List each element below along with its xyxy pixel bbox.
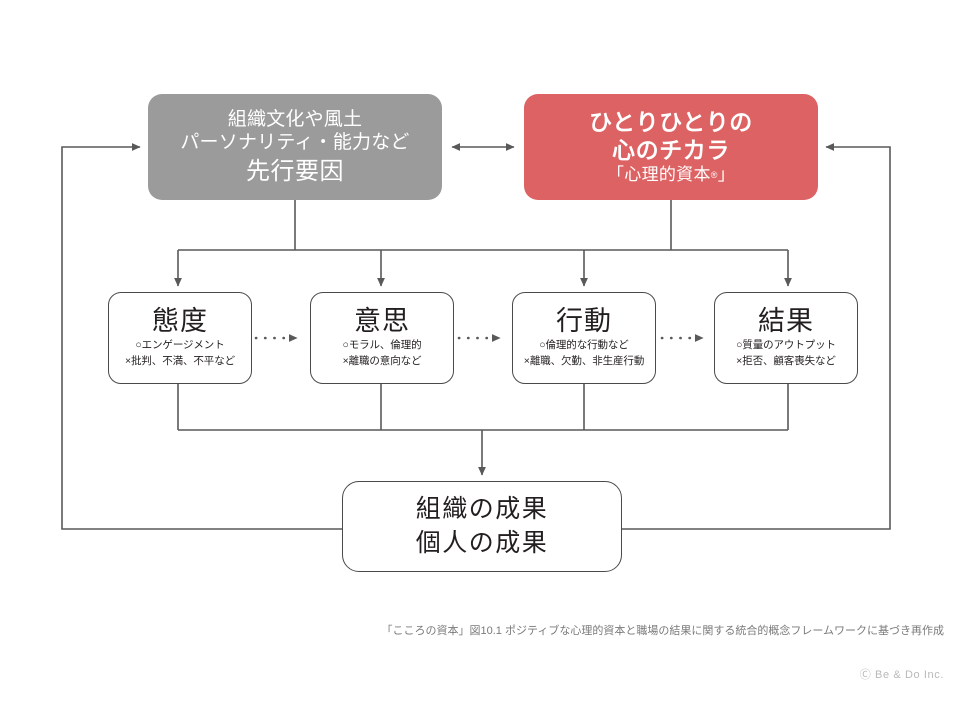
stage-4-positive: ○質量のアウトプット — [736, 339, 836, 352]
connector-feedback-right — [622, 143, 891, 530]
stage-2-title: 意思 — [354, 306, 410, 337]
psycap-term-close: 」 — [717, 165, 736, 185]
stage-4-negative: ×拒否、顧客喪失など — [736, 354, 836, 367]
outcome-line-2: 個人の成果 — [415, 528, 549, 557]
stage-1-negative: ×批判、不満、不平など — [124, 354, 236, 367]
source-caption: 「こころの資本」図10.1 ポジティブな心理的資本と職場の結果に関する統合的概念… — [381, 625, 944, 637]
stage-3-title: 行動 — [556, 306, 612, 337]
antecedent-line-2: パーソナリティ・能力など — [180, 132, 410, 154]
psycap-line-2: 心のチカラ — [612, 137, 730, 164]
node-stage-attitude[interactable]: 態度 ○エンゲージメント ×批判、不満、不平など — [108, 292, 252, 384]
node-outcomes[interactable]: 組織の成果 個人の成果 — [342, 481, 622, 572]
node-antecedent-factors[interactable]: 組織文化や風土 パーソナリティ・能力など 先行要因 — [148, 94, 442, 200]
node-stage-behavior[interactable]: 行動 ○倫理的な行動など ×離職、欠勤、非生産行動 — [512, 292, 656, 384]
copyright-notice: Ⓒ Be & Do Inc. — [859, 669, 944, 681]
psycap-term-open: 「心理的資本 — [606, 165, 711, 185]
registered-mark-icon: ® — [710, 170, 718, 181]
stage-2-positive: ○モラル、倫理的 — [342, 339, 422, 352]
stage-3-negative: ×離職、欠勤、非生産行動 — [523, 354, 645, 367]
connector-feedback-left — [61, 143, 342, 530]
node-psychological-capital[interactable]: ひとりひとりの 心のチカラ 「心理的資本®」 — [524, 94, 818, 200]
stage-2-negative: ×離職の意向など — [342, 354, 422, 367]
psycap-line-3: 「心理的資本®」 — [607, 165, 735, 186]
antecedent-line-3: 先行要因 — [246, 157, 344, 185]
node-stage-intention[interactable]: 意思 ○モラル、倫理的 ×離職の意向など — [310, 292, 454, 384]
stage-4-title: 結果 — [758, 306, 814, 337]
antecedent-line-1: 組織文化や風土 — [227, 109, 363, 131]
stage-3-positive: ○倫理的な行動など — [539, 339, 629, 352]
stage-1-positive: ○エンゲージメント — [135, 339, 225, 352]
outcome-line-1: 組織の成果 — [415, 494, 549, 523]
stage-1-title: 態度 — [152, 306, 208, 337]
psycap-line-1: ひとりひとりの — [589, 109, 753, 136]
node-stage-result[interactable]: 結果 ○質量のアウトプット ×拒否、顧客喪失など — [714, 292, 858, 384]
